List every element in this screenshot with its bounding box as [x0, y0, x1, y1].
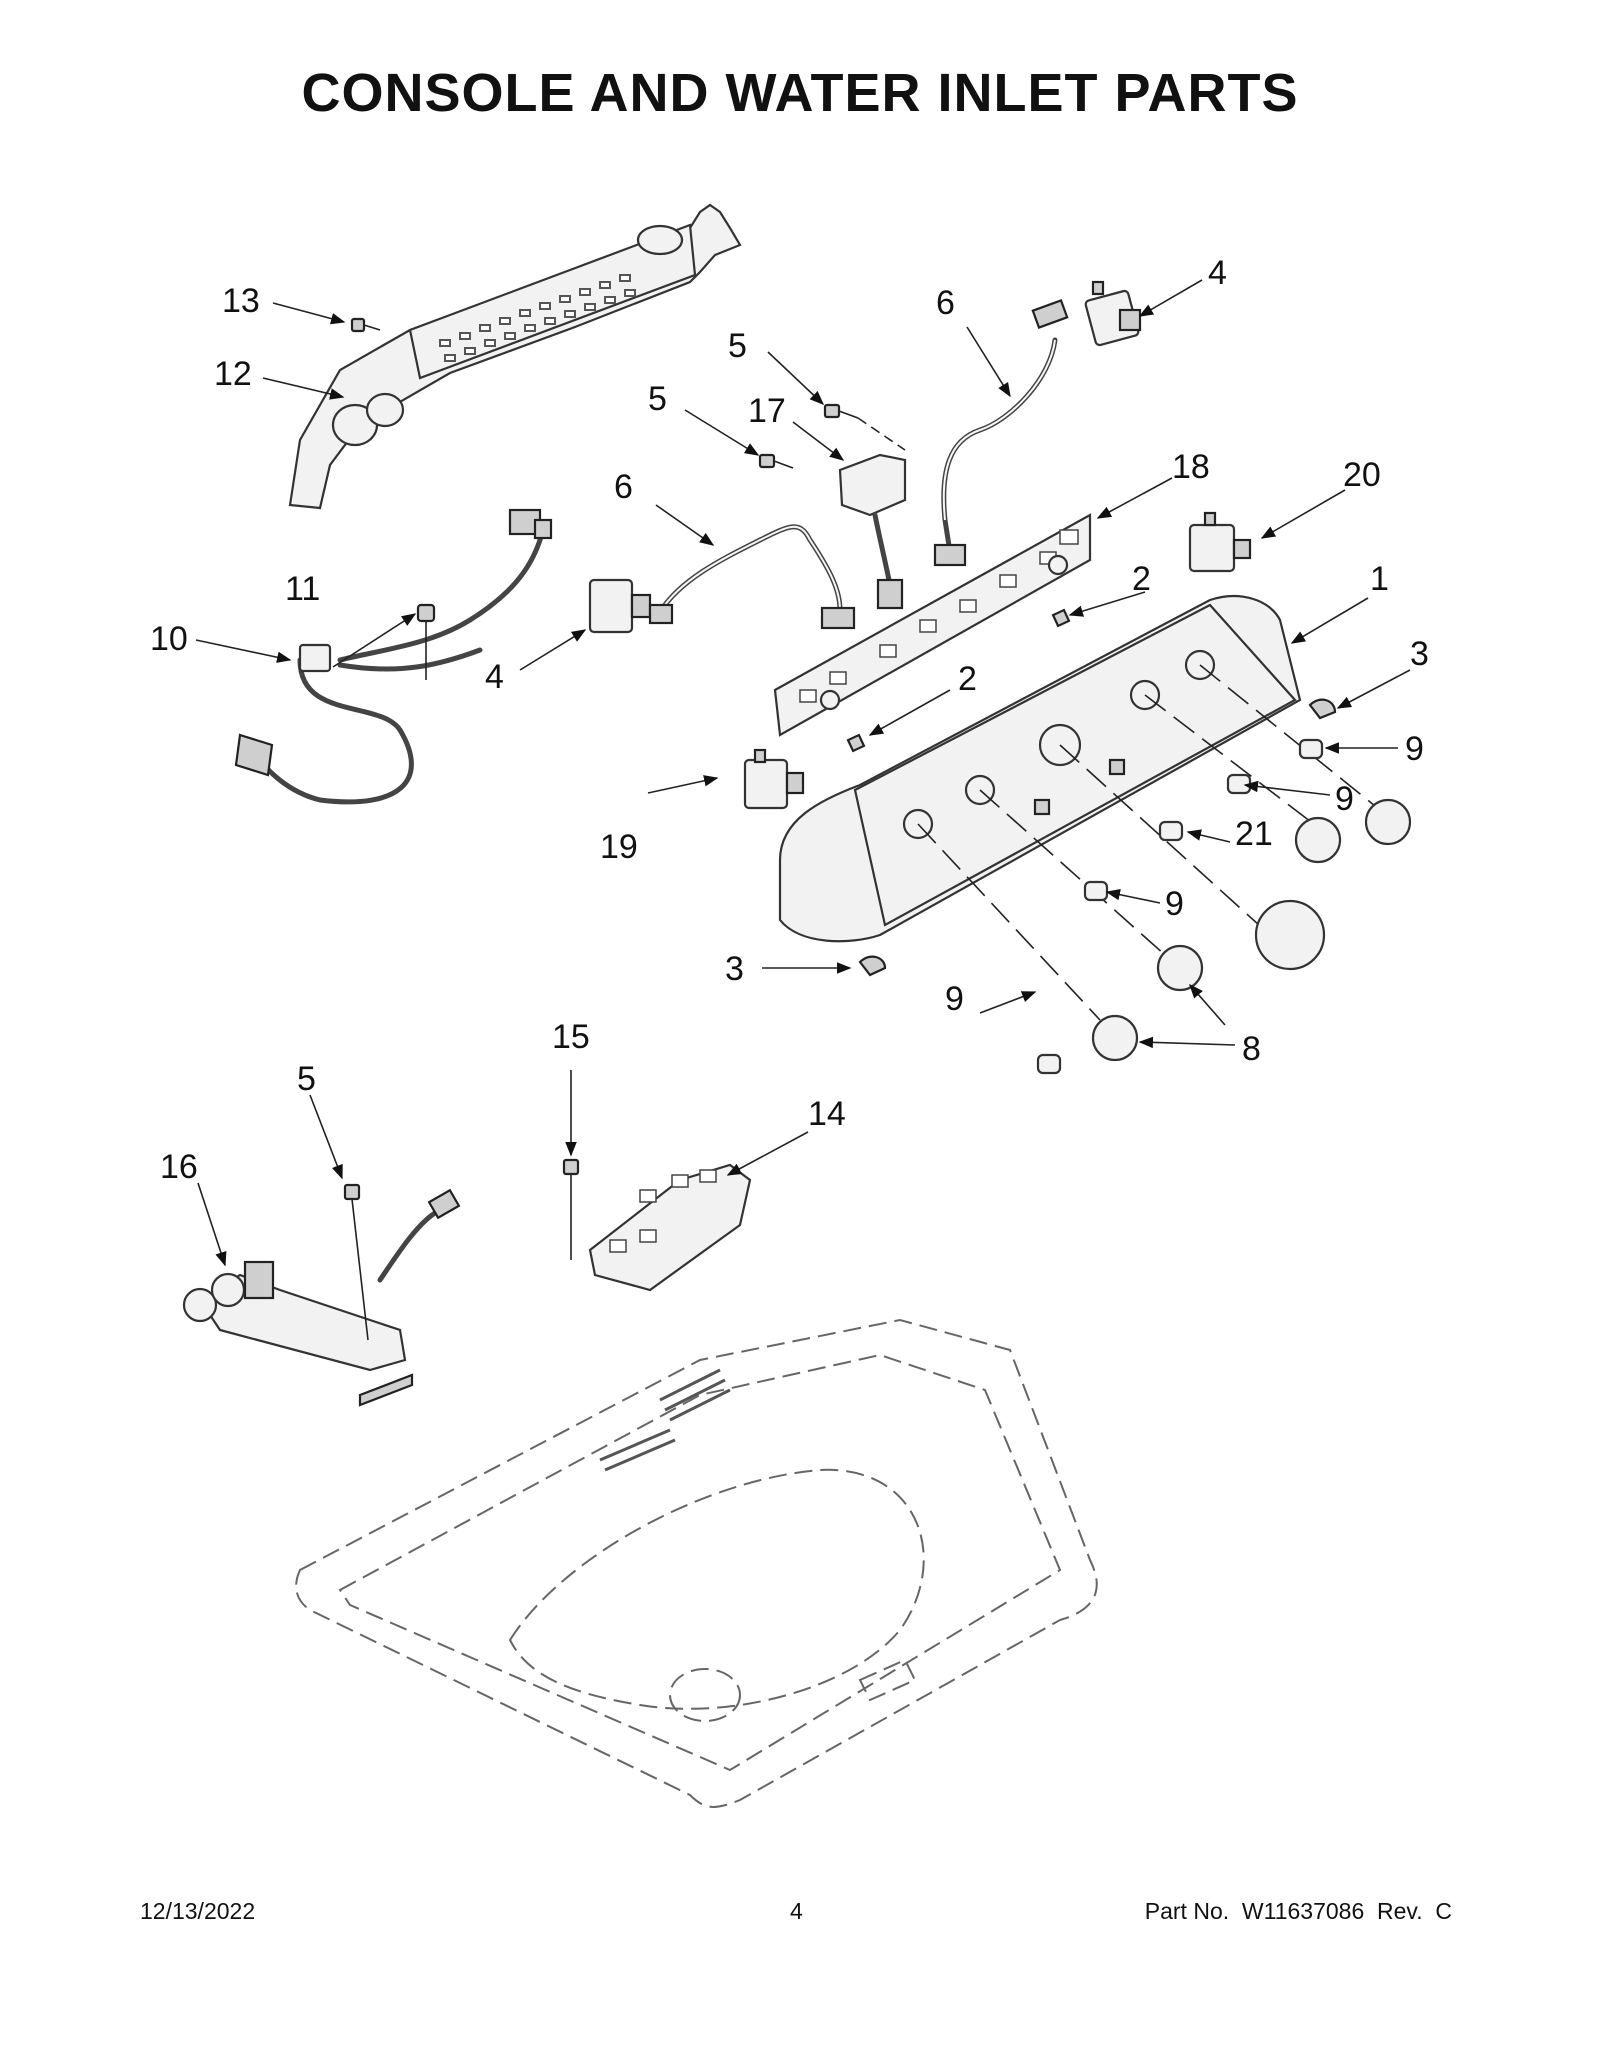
screw-part-15: [562, 1158, 580, 1260]
switch-part-20: [1188, 511, 1252, 573]
callout-5-mid: 5: [648, 380, 667, 418]
callout-6-right: 6: [936, 284, 955, 322]
callout-10: 10: [150, 620, 188, 658]
screw-part-5-top: [823, 403, 859, 419]
callout-11: 11: [285, 570, 320, 608]
callout-14: 14: [808, 1095, 846, 1133]
callout-8: 8: [1242, 1030, 1261, 1068]
main-control-board-part-14: [588, 1163, 752, 1292]
clip-part-3-right: [1308, 698, 1337, 720]
callout-2-lower: 2: [958, 660, 977, 698]
callout-21: 21: [1235, 815, 1273, 853]
callout-18: 18: [1172, 448, 1210, 486]
callout-labels: 13 12 5 5 17 6 4 6 18 20 2 1 3 11 10 4 2…: [150, 254, 1429, 1186]
knob-alignment-lines: [917, 664, 1381, 1021]
screw-part-13: [350, 317, 381, 333]
switch-part-4-right: [1084, 280, 1142, 347]
callout-4-right: 4: [1208, 254, 1227, 292]
footer-part-number: Part No. W11637086 Rev. C: [1144, 1898, 1452, 1924]
callout-9-b: 9: [1335, 780, 1354, 818]
callout-5-top: 5: [728, 327, 747, 365]
callout-15: 15: [552, 1018, 590, 1056]
callout-9-d: 9: [945, 980, 964, 1018]
knob-parts: [1091, 798, 1412, 1062]
cabinet-top-reference: [295, 1318, 1098, 1808]
callout-9-a: 9: [1405, 730, 1424, 768]
callout-12: 12: [214, 355, 252, 393]
callout-1: 1: [1370, 560, 1389, 598]
clip-part-2-lower: [846, 733, 866, 753]
switch-part-19: [743, 748, 805, 810]
callout-5-valve: 5: [297, 1060, 316, 1098]
page-title: CONSOLE AND WATER INLET PARTS: [301, 63, 1299, 123]
wire-harness-part-6-right: [933, 299, 1069, 567]
callout-6-left: 6: [614, 468, 633, 506]
footer-page-number: 4: [790, 1898, 803, 1924]
clip-part-3-left: [858, 955, 887, 977]
callout-3-left: 3: [725, 950, 744, 988]
callout-20: 20: [1343, 456, 1381, 494]
callout-2-upper: 2: [1132, 560, 1151, 598]
footer-date: 12/13/2022: [140, 1898, 256, 1924]
console-rear-panel-part: [288, 203, 742, 510]
water-inlet-valve-part-16: [182, 1188, 461, 1407]
callout-9-c: 9: [1165, 885, 1184, 923]
wire-harness-part-11: [337, 508, 553, 680]
callout-16: 16: [160, 1148, 198, 1186]
callout-19: 19: [600, 828, 638, 866]
bracket-part-17: [838, 417, 907, 610]
clip-part-2-upper: [1051, 608, 1071, 628]
screw-part-5-mid: [758, 453, 794, 469]
wire-harness-part-6-left: [648, 524, 856, 630]
control-board-part-18: [773, 513, 1092, 737]
leader-lines: [195, 279, 1411, 1267]
callout-17: 17: [748, 392, 786, 430]
power-cord-part: [234, 643, 414, 805]
callout-4-left: 4: [485, 658, 504, 696]
callout-13: 13: [222, 282, 260, 320]
callout-3-right: 3: [1410, 635, 1429, 673]
knob-insert-parts: [1036, 738, 1324, 1075]
screw-part-5-valve: [343, 1183, 369, 1341]
